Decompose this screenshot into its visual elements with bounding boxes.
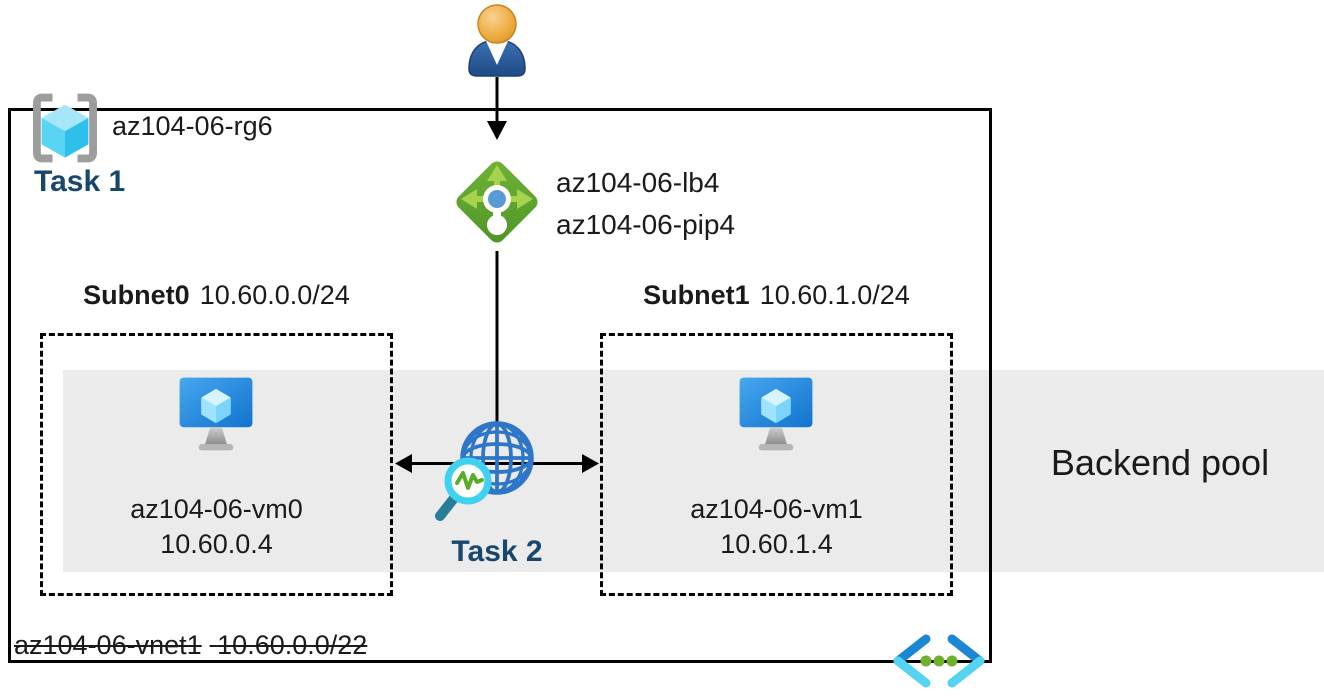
vnet-cidr: 10.60.0.0/22 bbox=[217, 630, 368, 660]
resource-group-icon bbox=[33, 93, 97, 163]
subnet1-cidr: 10.60.1.0/24 bbox=[759, 280, 910, 310]
resource-group-box bbox=[8, 108, 992, 663]
vnet-label: az104-06-vnet1 10.60.0.0/22 bbox=[14, 630, 367, 661]
virtual-machine-icon bbox=[739, 377, 813, 451]
load-balancer-name: az104-06-lb4 bbox=[556, 167, 720, 198]
subnet0-label: Subnet0 10.60.0.0/24 bbox=[40, 280, 393, 311]
subnet0-name: Subnet0 bbox=[83, 280, 190, 310]
subnet1-name: Subnet1 bbox=[643, 280, 750, 310]
subnet0-cidr: 10.60.0.0/24 bbox=[199, 280, 350, 310]
virtual-machine-icon bbox=[179, 377, 253, 451]
resource-group-name: az104-06-rg6 bbox=[112, 111, 273, 141]
task2-label: Task 2 bbox=[451, 535, 543, 568]
task1-label: Task 1 bbox=[34, 165, 126, 198]
public-ip-name: az104-06-pip4 bbox=[556, 209, 736, 240]
virtual-network-icon bbox=[893, 634, 985, 688]
vm1-name: az104-06-vm1 bbox=[690, 494, 863, 524]
subnet1-box bbox=[600, 333, 953, 596]
backend-pool-label: Backend pool bbox=[1050, 442, 1270, 483]
subnet1-label: Subnet1 10.60.1.0/24 bbox=[600, 280, 953, 311]
globe-magnifier-icon bbox=[435, 421, 534, 521]
vm1-ip: 10.60.1.4 bbox=[720, 529, 833, 559]
vm0-name: az104-06-vm0 bbox=[130, 494, 303, 524]
backend-pool-band bbox=[63, 370, 1324, 572]
load-balancer-labels: az104-06-lb4 az104-06-pip4 bbox=[556, 162, 735, 246]
user-icon bbox=[468, 4, 526, 77]
vm0-labels: az104-06-vm0 10.60.0.4 bbox=[40, 492, 393, 562]
load-balancer-icon bbox=[456, 161, 538, 243]
subnet0-box bbox=[40, 333, 393, 596]
vm0-ip: 10.60.0.4 bbox=[160, 529, 273, 559]
vm1-labels: az104-06-vm1 10.60.1.4 bbox=[600, 492, 953, 562]
vnet-name: az104-06-vnet1 bbox=[14, 630, 202, 660]
